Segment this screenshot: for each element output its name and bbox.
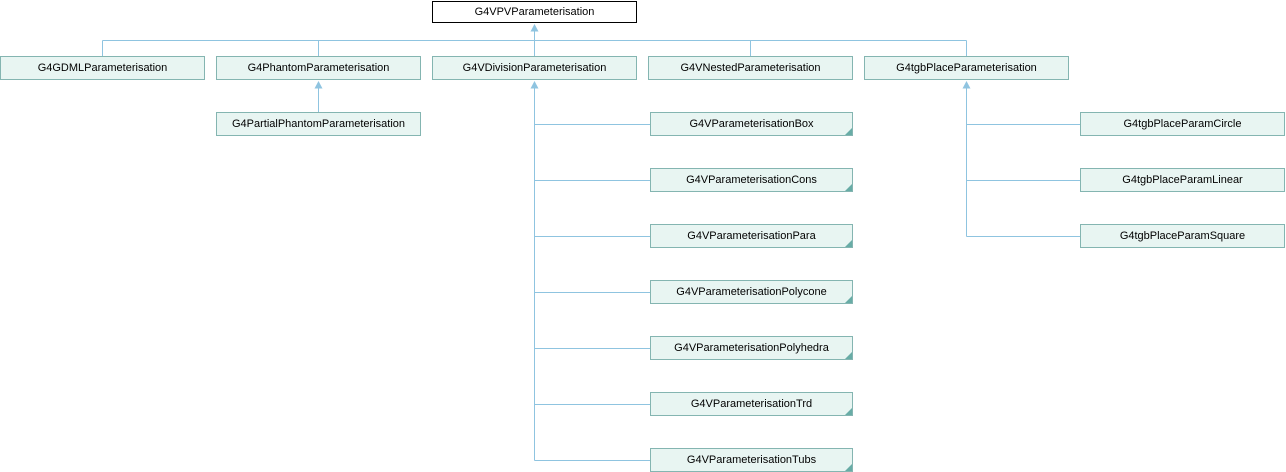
truncated-corner-icon bbox=[845, 296, 852, 303]
arrowhead-up-icon bbox=[530, 24, 539, 32]
class-node-g4vparameterisationcons[interactable]: G4VParameterisationCons bbox=[650, 168, 853, 192]
truncated-corner-icon bbox=[845, 464, 852, 471]
class-node-g4vparameterisationtubs[interactable]: G4VParameterisationTubs bbox=[650, 448, 853, 472]
class-node-label: G4tgbPlaceParamSquare bbox=[1119, 230, 1246, 242]
class-node-g4vparameterisationpolycone[interactable]: G4VParameterisationPolycone bbox=[650, 280, 853, 304]
class-node-label: G4VParameterisationPara bbox=[687, 230, 816, 242]
class-node-g4phantomparameterisation[interactable]: G4PhantomParameterisation bbox=[216, 56, 421, 80]
arrowhead-up-icon bbox=[962, 81, 971, 89]
class-node-g4gdmlparameterisation[interactable]: G4GDMLParameterisation bbox=[0, 56, 205, 80]
class-node-label: G4VNestedParameterisation bbox=[680, 62, 821, 74]
class-node-label: G4tgbPlaceParamCircle bbox=[1123, 118, 1242, 130]
class-node-g4vparameterisationbox[interactable]: G4VParameterisationBox bbox=[650, 112, 853, 136]
class-node-g4tgbplaceparamlinear[interactable]: G4tgbPlaceParamLinear bbox=[1080, 168, 1285, 192]
class-node-label: G4VParameterisationCons bbox=[686, 174, 817, 186]
edge-division-children bbox=[530, 81, 650, 461]
class-node-label: G4tgbPlaceParamLinear bbox=[1122, 174, 1243, 186]
truncated-corner-icon bbox=[845, 240, 852, 247]
edge-phantom-to-partial bbox=[314, 81, 323, 112]
class-node-g4vpvparameterisation: G4VPVParameterisation bbox=[432, 1, 637, 23]
class-node-g4vparameterisationtrd[interactable]: G4VParameterisationTrd bbox=[650, 392, 853, 416]
class-node-label: G4VParameterisationPolyhedra bbox=[674, 342, 829, 354]
truncated-corner-icon bbox=[845, 352, 852, 359]
class-node-label: G4tgbPlaceParameterisation bbox=[896, 62, 1037, 74]
arrowhead-up-icon bbox=[530, 81, 539, 89]
class-node-label: G4VDivisionParameterisation bbox=[462, 62, 607, 74]
class-node-label: G4PhantomParameterisation bbox=[247, 62, 390, 74]
arrowhead-up-icon bbox=[314, 81, 323, 89]
class-node-label: G4VParameterisationTubs bbox=[686, 454, 817, 466]
class-node-g4partialphantomparameterisation[interactable]: G4PartialPhantomParameterisation bbox=[216, 112, 421, 136]
class-node-g4tgbplaceparamcircle[interactable]: G4tgbPlaceParamCircle bbox=[1080, 112, 1285, 136]
class-node-label: G4VParameterisationTrd bbox=[690, 398, 813, 410]
class-node-g4vdivisionparameterisation[interactable]: G4VDivisionParameterisation bbox=[432, 56, 637, 80]
truncated-corner-icon bbox=[845, 128, 852, 135]
truncated-corner-icon bbox=[845, 184, 852, 191]
class-node-label: G4VParameterisationPolycone bbox=[676, 286, 827, 298]
class-node-label: G4PartialPhantomParameterisation bbox=[231, 118, 406, 130]
class-node-label: G4VPVParameterisation bbox=[474, 6, 595, 18]
truncated-corner-icon bbox=[845, 408, 852, 415]
edge-tgbplace-children bbox=[962, 81, 1080, 237]
class-node-g4tgbplaceparamsquare[interactable]: G4tgbPlaceParamSquare bbox=[1080, 224, 1285, 248]
class-node-g4vnestedparameterisation[interactable]: G4VNestedParameterisation bbox=[648, 56, 853, 80]
class-node-label: G4GDMLParameterisation bbox=[37, 62, 168, 74]
class-node-g4vparameterisationpara[interactable]: G4VParameterisationPara bbox=[650, 224, 853, 248]
class-node-label: G4VParameterisationBox bbox=[689, 118, 814, 130]
class-node-g4vparameterisationpolyhedra[interactable]: G4VParameterisationPolyhedra bbox=[650, 336, 853, 360]
class-node-g4tgbplaceparameterisation[interactable]: G4tgbPlaceParameterisation bbox=[864, 56, 1069, 80]
edge-root-bus bbox=[102, 24, 967, 56]
